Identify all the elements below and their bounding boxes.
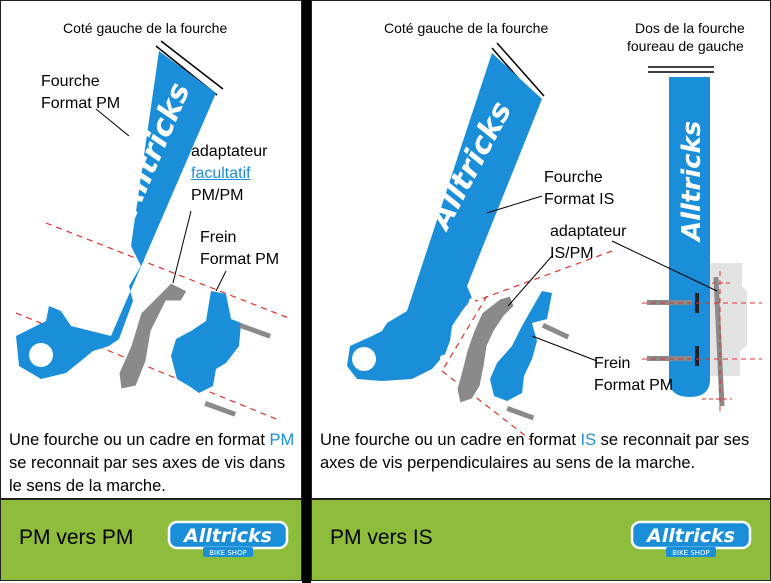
fork-label-line2: Format IS: [544, 191, 615, 208]
brake-label-line1: Frein: [200, 229, 237, 246]
pm-adapter: [118, 282, 188, 390]
caption-text-2: se reconnait par ses axes de vis perpend…: [320, 431, 750, 472]
adapter-label-line2: IS/PM: [550, 245, 594, 262]
bolt-top: [239, 323, 272, 339]
caption: Une fourche ou un cadre en format PM se …: [9, 429, 299, 498]
adapter-label-line1: adaptateur: [191, 143, 268, 160]
axle-hole: [352, 347, 376, 371]
top-label: Coté gauche de la fourche: [384, 20, 549, 36]
axle-hole: [29, 343, 53, 367]
caption-highlight: PM: [269, 431, 295, 449]
svg-text:BIKE SHOP: BIKE SHOP: [672, 549, 710, 557]
is-brake-caliper: [490, 291, 552, 401]
fork-label-line1: Fourche: [544, 169, 603, 186]
brake-label-line2: Format PM: [200, 251, 280, 268]
pm-fork-leg: [16, 51, 216, 379]
svg-text:Alltricks: Alltricks: [182, 525, 272, 547]
svg-text:BIKE SHOP: BIKE SHOP: [209, 549, 247, 557]
footer: PM vers IS Alltricks BIKE SHOP: [312, 498, 770, 580]
top-label: Coté gauche de la fourche: [63, 20, 228, 36]
caption: Une fourche ou un cadre en format IS se …: [320, 429, 766, 475]
is-adapter: [456, 295, 515, 404]
bolt-bottom: [204, 401, 237, 417]
caption-text-1: Une fourche ou un cadre en format: [320, 431, 581, 449]
pm-brake-caliper: [171, 291, 241, 393]
caption-text-1: Une fourche ou un cadre en format: [9, 431, 270, 449]
alltricks-logo: Alltricks BIKE SHOP: [630, 520, 752, 557]
is-fork-diagram: Alltricks Alltricks: [347, 42, 762, 442]
panel-pm-to-pm: Alltricks Coté gauche de la fourche Four…: [0, 0, 302, 581]
pm-fork-diagram: Alltricks: [15, 40, 292, 422]
adapter-optional-link[interactable]: facultatif: [191, 165, 251, 182]
footer: PM vers PM Alltricks BIKE SHOP: [1, 498, 301, 580]
caption-highlight: IS: [580, 431, 597, 449]
alltricks-logo: Alltricks BIKE SHOP: [167, 520, 289, 557]
svg-text:Alltricks: Alltricks: [677, 121, 707, 243]
guide-line-top: [45, 222, 292, 320]
footer-title: PM vers PM: [19, 526, 134, 549]
caption-text-2: se reconnait par ses axes de vis dans le…: [9, 454, 286, 495]
footer-title: PM vers IS: [330, 526, 433, 549]
fork-back-view: [669, 77, 710, 397]
panel-divider: [302, 0, 311, 583]
back-label-line2: foureau de gauche: [627, 38, 744, 54]
brake-label-line1: Frein: [594, 355, 631, 372]
adapter-label-line1: adaptateur: [550, 223, 627, 240]
svg-text:Alltricks: Alltricks: [645, 525, 735, 547]
back-label-line1: Dos de la fourche: [635, 20, 745, 36]
fork-label-line1: Fourche: [41, 73, 100, 90]
fork-label-line2: Format PM: [41, 95, 121, 112]
is-fork-leg: [347, 53, 542, 381]
panel-pm-to-is: Alltricks Alltricks Coté gauche de la fo…: [311, 0, 771, 581]
adapter-label-line3: PM/PM: [191, 187, 244, 204]
brake-label-line2: Format PM: [594, 377, 674, 394]
